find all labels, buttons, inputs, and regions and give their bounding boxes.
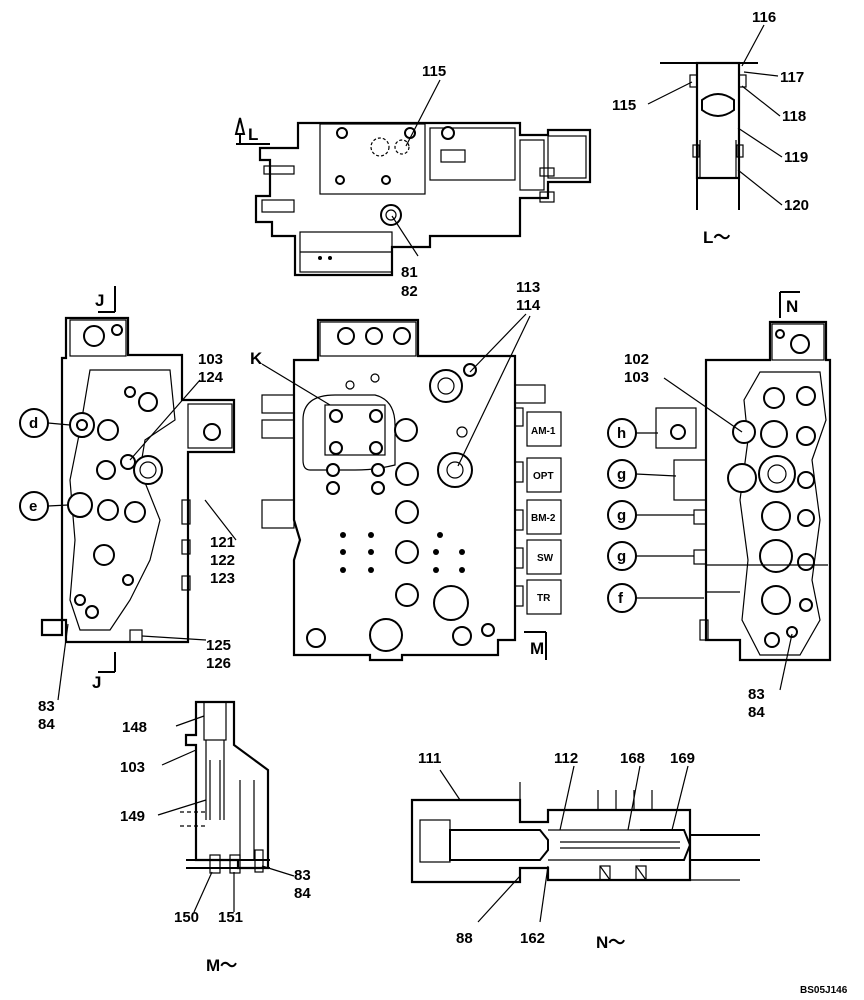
- circle-label-g3: g: [617, 548, 626, 565]
- callout-169: 169: [670, 750, 695, 767]
- section-n-drawing: [410, 765, 760, 923]
- circle-label-f: f: [618, 590, 624, 607]
- callout-151: 151: [218, 909, 243, 926]
- view-label-m-arrow: M: [530, 639, 544, 658]
- callout-103-right: 103: [624, 369, 649, 386]
- callout-103-m: 103: [120, 759, 145, 776]
- circle-label-h: h: [617, 425, 626, 442]
- callout-113: 113: [516, 279, 540, 296]
- view-label-j-bottom: J: [92, 673, 101, 692]
- callout-117: 117: [780, 69, 804, 86]
- callout-88: 88: [456, 930, 473, 947]
- callout-118: 118: [782, 108, 806, 125]
- callout-125: 125: [206, 637, 231, 654]
- callout-120: 120: [784, 197, 809, 214]
- callout-82: 82: [401, 283, 418, 300]
- callout-162: 162: [520, 930, 545, 947]
- view-label-l-arrow: L: [248, 125, 258, 144]
- view-label-m-section: M～: [206, 956, 237, 975]
- callout-84-left: 84: [38, 716, 55, 733]
- port-label-tr: TR: [537, 593, 551, 604]
- port-label-bm2: BM-2: [531, 513, 556, 524]
- callout-123: 123: [210, 570, 235, 587]
- callout-126: 126: [206, 655, 231, 672]
- callout-102: 102: [624, 351, 649, 368]
- callout-124: 124: [198, 369, 224, 386]
- section-l-drawing: [647, 24, 783, 210]
- port-label-opt: OPT: [533, 471, 554, 482]
- port-label-sw: SW: [537, 553, 554, 564]
- callout-83-left: 83: [38, 698, 55, 715]
- callout-121: 121: [210, 534, 235, 551]
- circle-label-g2: g: [617, 507, 626, 524]
- view-label-n-section: N～: [596, 933, 625, 952]
- top-view-drawing: [234, 79, 592, 277]
- callout-114: 114: [516, 297, 541, 314]
- view-label-l-section: L～: [703, 228, 730, 247]
- callout-112: 112: [554, 750, 578, 767]
- callout-149: 149: [120, 808, 145, 825]
- callout-84-m: 84: [294, 885, 311, 902]
- callout-115-top: 115: [422, 63, 446, 80]
- section-m-drawing: [157, 700, 295, 913]
- view-label-k: K: [250, 349, 263, 368]
- callout-111: 111: [418, 750, 441, 767]
- port-label-am1: AM-1: [531, 426, 556, 437]
- callout-150: 150: [174, 909, 199, 926]
- callout-81: 81: [401, 264, 418, 281]
- circle-label-e: e: [29, 498, 37, 515]
- left-side-view-drawing: [19, 286, 237, 701]
- callout-115-side: 115: [612, 97, 636, 114]
- callout-168: 168: [620, 750, 645, 767]
- callout-116: 116: [752, 9, 776, 26]
- callout-83-right: 83: [748, 686, 765, 703]
- circle-label-d: d: [29, 415, 38, 432]
- drawing-code: BS05J146: [800, 985, 848, 996]
- view-label-n-arrow: N: [786, 297, 798, 316]
- view-label-j-top: J: [95, 291, 104, 310]
- callout-148: 148: [122, 719, 147, 736]
- right-side-view-drawing: [607, 291, 832, 691]
- callout-122: 122: [210, 552, 235, 569]
- circle-label-g1: g: [617, 466, 626, 483]
- callout-119: 119: [784, 149, 808, 166]
- front-view-drawing: [261, 313, 562, 662]
- callout-103-left: 103: [198, 351, 223, 368]
- callout-83-m: 83: [294, 867, 311, 884]
- callout-84-right: 84: [748, 704, 765, 721]
